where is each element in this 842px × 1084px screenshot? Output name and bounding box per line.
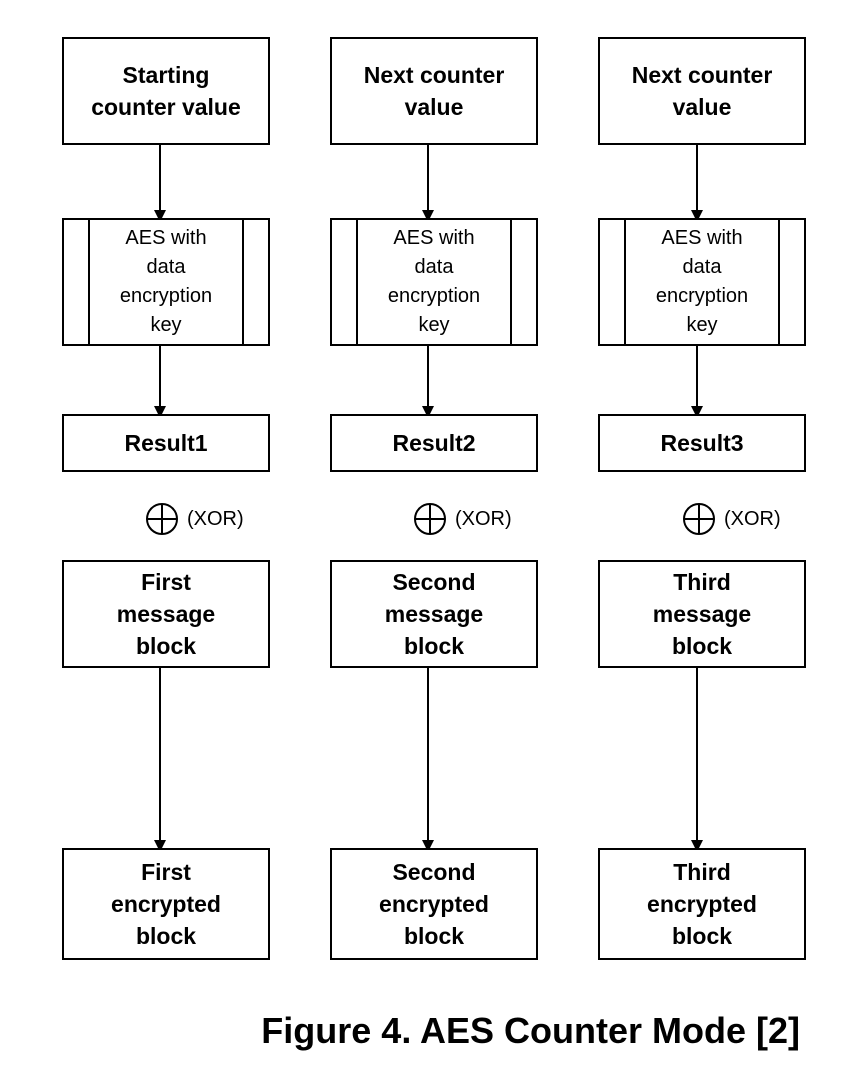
encrypted-label: First encrypted block xyxy=(111,859,221,949)
result-box-1: Result1 xyxy=(62,414,270,472)
aes-block-2: AES with data encryption key xyxy=(330,218,538,346)
counter-box-1: Starting counter value xyxy=(62,37,270,145)
encrypted-label: Third encrypted block xyxy=(647,859,757,949)
xor-operator-3: (XOR) xyxy=(682,502,781,536)
counter-label: Next counter value xyxy=(631,62,773,120)
aes-label: AES with data encryption key xyxy=(655,227,749,336)
result-box-3: Result3 xyxy=(598,414,806,472)
encrypted-box-3: Third encrypted block xyxy=(598,848,806,960)
aes-counter-mode-diagram: Starting counter value AES with data enc… xyxy=(62,37,806,960)
counter-label: Next counter value xyxy=(363,62,505,120)
circle-plus-icon xyxy=(683,503,715,535)
connector-arrows xyxy=(154,144,703,852)
aes-label: AES with data encryption key xyxy=(119,227,213,336)
xor-label: (XOR) xyxy=(187,507,244,530)
counter-box-2: Next counter value xyxy=(330,37,538,145)
encrypted-box-2: Second encrypted block xyxy=(330,848,538,960)
encrypted-label: Second encrypted block xyxy=(379,859,489,949)
counter-label: Starting counter value xyxy=(91,62,241,120)
message-label: Second message block xyxy=(384,569,484,659)
result-label: Result1 xyxy=(124,430,208,456)
aes-block-1: AES with data encryption key xyxy=(62,218,270,346)
xor-operator-2: (XOR) xyxy=(413,502,512,536)
circle-plus-icon xyxy=(146,503,178,535)
result-label: Result2 xyxy=(392,430,476,456)
message-label: Third message block xyxy=(652,569,752,659)
encrypted-box-1: First encrypted block xyxy=(62,848,270,960)
aes-block-3: AES with data encryption key xyxy=(598,218,806,346)
result-label: Result3 xyxy=(660,430,744,456)
message-box-2: Second message block xyxy=(330,560,538,668)
xor-operator-1: (XOR) xyxy=(145,502,244,536)
xor-label: (XOR) xyxy=(455,507,512,530)
circle-plus-icon xyxy=(414,503,446,535)
message-box-3: Third message block xyxy=(598,560,806,668)
counter-box-3: Next counter value xyxy=(598,37,806,145)
xor-label: (XOR) xyxy=(724,507,781,530)
result-box-2: Result2 xyxy=(330,414,538,472)
figure-caption: Figure 4. AES Counter Mode [2] xyxy=(261,1010,800,1051)
message-label: First message block xyxy=(116,569,216,659)
aes-label: AES with data encryption key xyxy=(387,227,481,336)
message-box-1: First message block xyxy=(62,560,270,668)
